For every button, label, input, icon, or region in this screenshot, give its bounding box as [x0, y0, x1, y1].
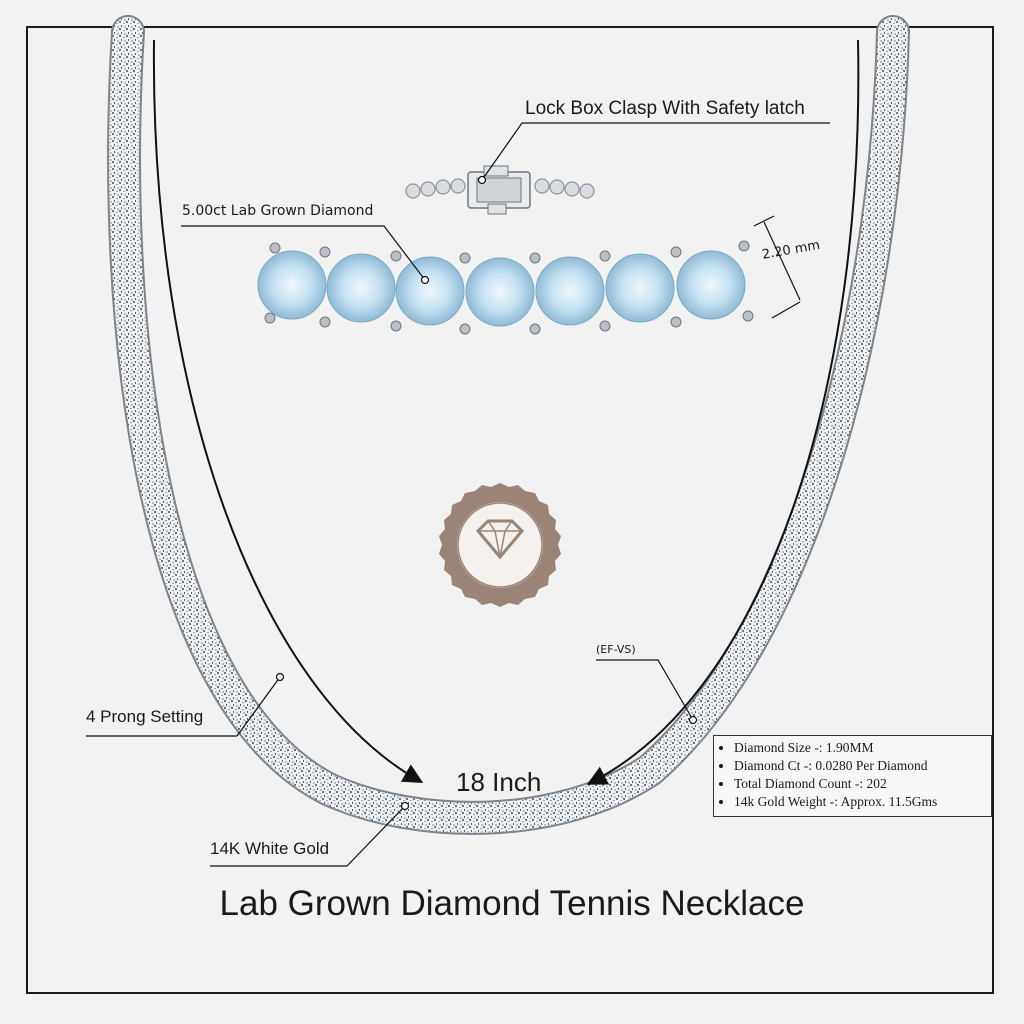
- clasp-image: [405, 165, 595, 215]
- metal-marker: [400, 801, 410, 811]
- clarity-label: (EF-VS): [596, 643, 636, 656]
- necklace-chain: [107, 15, 910, 835]
- clarity-marker: [688, 715, 698, 725]
- igi-seal: [439, 483, 561, 607]
- callout-leaders: [86, 122, 830, 867]
- image-frame: [26, 26, 994, 994]
- stone-label: 5.00ct Lab Grown Diamond: [182, 203, 374, 219]
- spec-box: Diamond Size -: 1.90MM Diamond Ct -: 0.0…: [713, 735, 992, 817]
- setting-marker: [275, 672, 285, 682]
- spec-item: 14k Gold Weight -: Approx. 11.5Gms: [734, 793, 985, 811]
- spec-item: Diamond Size -: 1.90MM: [734, 739, 985, 757]
- spec-item: Total Diamond Count -: 202: [734, 775, 985, 793]
- stone-marker: [420, 275, 430, 285]
- product-title: Lab Grown Diamond Tennis Necklace: [219, 884, 805, 923]
- clasp-label: Lock Box Clasp With Safety latch: [525, 98, 805, 119]
- setting-label: 4 Prong Setting: [86, 707, 204, 726]
- spec-item: Diamond Ct -: 0.0280 Per Diamond: [734, 757, 985, 775]
- width-dimension: [753, 215, 801, 319]
- metal-label: 14K White Gold: [210, 839, 330, 858]
- diamond-row: [257, 240, 754, 335]
- clasp-marker: [477, 175, 487, 185]
- length-guide: [152, 39, 860, 785]
- length-label: 18 Inch: [456, 767, 542, 797]
